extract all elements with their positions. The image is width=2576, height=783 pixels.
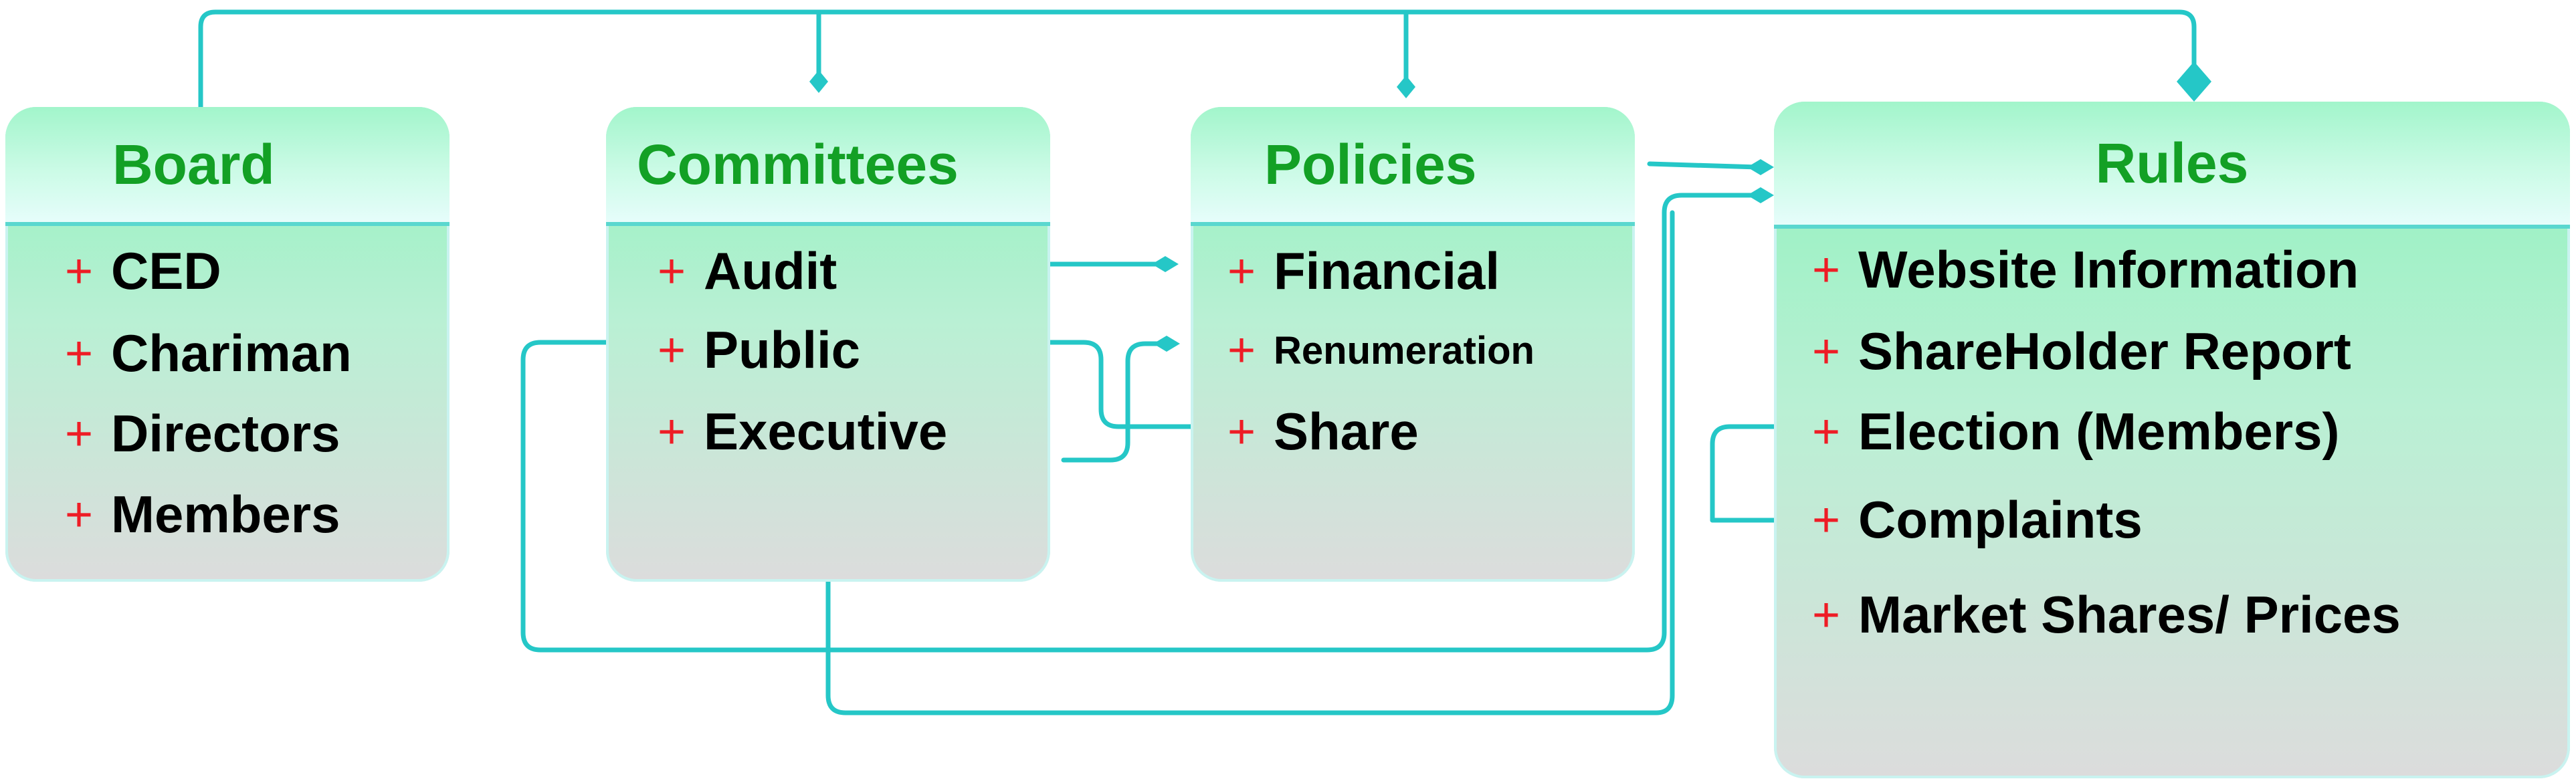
plus-icon: + bbox=[64, 326, 94, 380]
board-item-directors: + Directors bbox=[47, 403, 340, 464]
policies-title: Policies bbox=[1264, 133, 1477, 196]
connector-executive-to-rules-loop bbox=[825, 210, 1675, 715]
committees-title: Committees bbox=[637, 133, 959, 196]
policies-item-label: Renumeration bbox=[1274, 328, 1534, 372]
committees-item-audit: + Audit bbox=[639, 241, 837, 302]
arrowhead-committees-top bbox=[809, 70, 828, 93]
committees-item-public: + Public bbox=[639, 320, 860, 380]
rules-item-election-members: + Election (Members) bbox=[1794, 401, 2340, 462]
connector-executive-to-renumeration bbox=[1061, 341, 1167, 463]
policies-item-share: + Share bbox=[1209, 401, 1419, 462]
board-item-label: Chariman bbox=[111, 324, 352, 382]
rules-item-complaints: + Complaints bbox=[1794, 489, 2143, 550]
connector-board-to-rules bbox=[198, 9, 2197, 110]
board-item-ced: + CED bbox=[47, 241, 221, 302]
policies-item-renumeration: + Renumeration bbox=[1209, 323, 1534, 378]
board-title: Board bbox=[112, 133, 275, 196]
board-item-label: Directors bbox=[111, 404, 340, 463]
plus-icon: + bbox=[657, 323, 686, 377]
committees-item-executive: + Executive bbox=[639, 401, 947, 462]
rules-item-label: ShareHolder Report bbox=[1858, 322, 2351, 380]
board-header: Board bbox=[5, 107, 450, 226]
plus-icon: + bbox=[64, 244, 94, 298]
policies-item-label: Share bbox=[1274, 402, 1419, 461]
committees-box: Committees + Audit + Public + Executive bbox=[606, 107, 1050, 582]
connector-public-to-share bbox=[1046, 340, 1200, 429]
rules-item-label: Complaints bbox=[1858, 490, 2143, 549]
plus-icon: + bbox=[657, 244, 686, 298]
arrowhead-rules-top bbox=[2177, 62, 2211, 102]
connector-policies-to-rules bbox=[1647, 161, 1761, 170]
board-item-label: CED bbox=[111, 241, 221, 300]
arrowhead-rules-policies bbox=[1747, 159, 1774, 175]
committees-item-label: Public bbox=[704, 320, 861, 379]
board-item-members: + Members bbox=[47, 484, 340, 545]
arrowhead-rules-public bbox=[1747, 187, 1774, 203]
policies-box: Policies + Financial + Renumeration + Sh… bbox=[1191, 107, 1635, 582]
rules-box: Rules + Website Information + ShareHolde… bbox=[1774, 102, 2570, 778]
plus-icon: + bbox=[1227, 405, 1256, 459]
plus-icon: + bbox=[1811, 324, 1841, 378]
arrowhead-financial bbox=[1152, 256, 1179, 272]
rules-header: Rules bbox=[1774, 102, 2570, 229]
committees-item-label: Audit bbox=[704, 241, 837, 300]
policies-item-financial: + Financial bbox=[1209, 241, 1500, 302]
plus-icon: + bbox=[64, 407, 94, 461]
policies-item-label: Financial bbox=[1274, 241, 1500, 300]
plus-icon: + bbox=[1811, 243, 1841, 297]
plus-icon: + bbox=[64, 487, 94, 542]
rules-item-label: Market Shares/ Prices bbox=[1858, 585, 2401, 644]
arrowhead-renumeration bbox=[1153, 336, 1180, 352]
plus-icon: + bbox=[1227, 244, 1256, 298]
committees-item-label: Executive bbox=[704, 402, 948, 461]
board-item-chariman: + Chariman bbox=[47, 323, 352, 384]
rules-item-label: Election (Members) bbox=[1858, 402, 2340, 461]
connector-bus-to-election bbox=[1710, 424, 1787, 523]
rules-item-label: Website Information bbox=[1858, 240, 2359, 299]
plus-icon: + bbox=[1811, 493, 1841, 547]
connector-public-to-rules-loop bbox=[520, 193, 1761, 653]
committees-header: Committees bbox=[606, 107, 1050, 226]
plus-icon: + bbox=[657, 405, 686, 459]
plus-icon: + bbox=[1811, 405, 1841, 459]
board-box: Board + CED + Chariman + Directors + Mem… bbox=[5, 107, 450, 582]
arrowhead-policies-top bbox=[1397, 76, 1415, 98]
rules-item-shareholder-report: + ShareHolder Report bbox=[1794, 321, 2351, 382]
plus-icon: + bbox=[1811, 588, 1841, 642]
policies-header: Policies bbox=[1191, 107, 1635, 226]
rules-item-market-shares-prices: + Market Shares/ Prices bbox=[1794, 584, 2401, 645]
rules-title: Rules bbox=[2095, 132, 2249, 195]
board-item-label: Members bbox=[111, 485, 340, 544]
rules-item-website-information: + Website Information bbox=[1794, 239, 2359, 300]
plus-icon: + bbox=[1227, 324, 1256, 377]
